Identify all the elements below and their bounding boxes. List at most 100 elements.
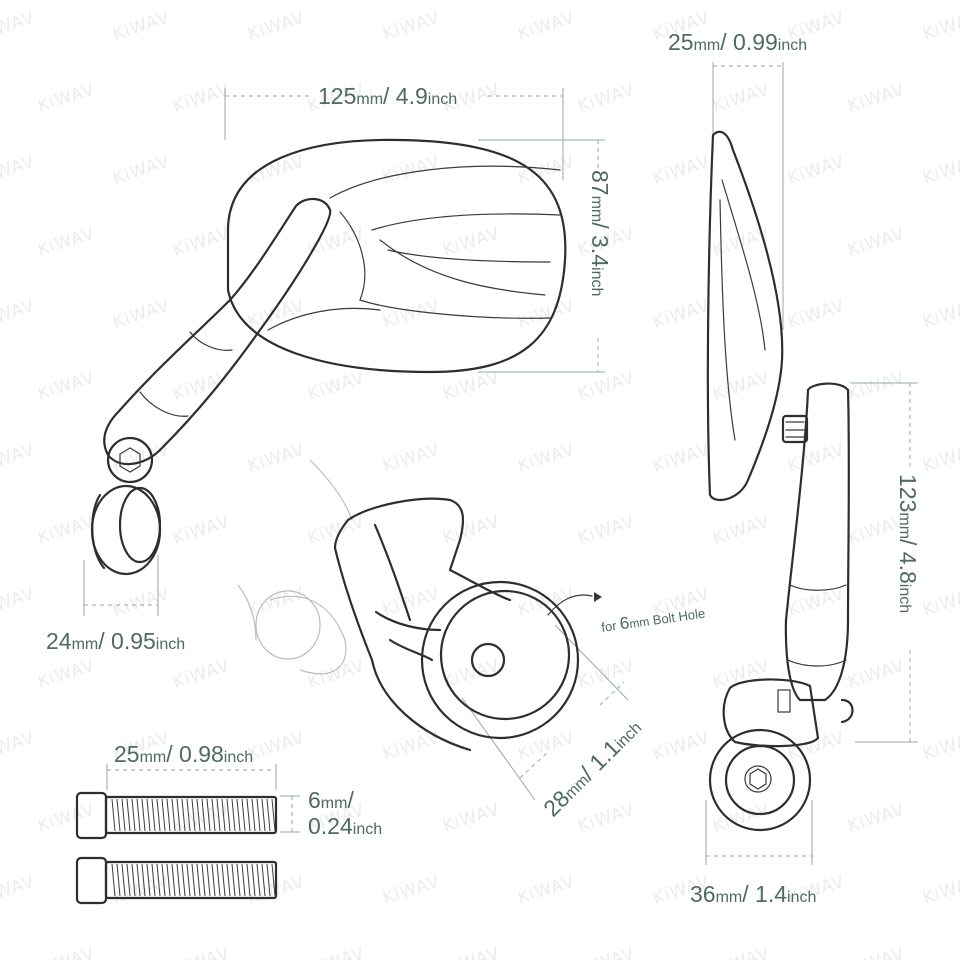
watermark-text: KiWAV: [440, 224, 502, 261]
watermark-text: KiWAV: [110, 152, 172, 189]
watermark-text: KiWAV: [920, 728, 960, 765]
watermark-text: KiWAV: [710, 656, 772, 693]
bolt-thread-line: [221, 863, 226, 897]
bolt-thread-line: [126, 863, 131, 897]
bolt-thread-line: [256, 863, 261, 897]
bolt-thread-line: [216, 863, 221, 897]
bolt-thread-line: [261, 863, 266, 897]
bolt-thread-line: [251, 798, 256, 832]
bolt-thread-line: [176, 798, 181, 832]
watermark-text: KiWAV: [440, 368, 502, 405]
watermark-text: KiWAV: [110, 296, 172, 333]
watermark-text: KiWAV: [305, 656, 367, 693]
bolt-thread-line: [231, 798, 236, 832]
watermark-text: KiWAV: [305, 944, 367, 960]
watermark-text: KiWAV: [170, 800, 232, 837]
watermark-text: KiWAV: [35, 944, 97, 960]
bolt-thread-line: [246, 863, 251, 897]
watermark-text: KiWAV: [245, 8, 307, 45]
watermark-text: KiWAV: [845, 224, 907, 261]
watermark-text: KiWAV: [0, 728, 38, 765]
watermark-text: KiWAV: [920, 152, 960, 189]
bolt-set: [75, 791, 278, 905]
watermark-text: KiWAV: [380, 296, 442, 333]
bolt-thread-line: [161, 863, 166, 897]
watermark-text: KiWAV: [170, 656, 232, 693]
bolt-thread-line: [161, 798, 166, 832]
watermark-text: KiWAV: [245, 728, 307, 765]
bolt-thread-line: [126, 798, 131, 832]
watermark-text: KiWAV: [710, 800, 772, 837]
dimension-clamp-width: 24mm/ 0.95inch: [46, 628, 185, 654]
bolt-thread-line: [136, 863, 141, 897]
bolt-thread-line: [196, 798, 201, 832]
dimension-mirror-width: 125mm/ 4.9inch: [318, 83, 457, 109]
watermark-text: KiWAV: [515, 440, 577, 477]
bolt-thread-line: [201, 863, 206, 897]
watermark-text: KiWAV: [920, 584, 960, 621]
watermark-text: KiWAV: [845, 80, 907, 117]
watermark-text: KiWAV: [0, 8, 38, 45]
bolt-thread-line: [211, 798, 216, 832]
bolt-thread-line: [146, 798, 151, 832]
bolt-thread-line: [156, 798, 161, 832]
watermark-text: KiWAV: [710, 944, 772, 960]
bolt-thread-line: [171, 863, 176, 897]
bolt-thread-line: [241, 798, 246, 832]
mirror-front-view: [90, 138, 567, 576]
watermark-text: KiWAV: [35, 80, 97, 117]
watermark-text: KiWAV: [575, 800, 637, 837]
watermark-text: KiWAV: [845, 944, 907, 960]
watermark-text: KiWAV: [650, 296, 712, 333]
watermark-text: KiWAV: [575, 80, 637, 117]
watermark-text: KiWAV: [845, 368, 907, 405]
dimension-bolt-length: 25mm/ 0.98inch: [114, 741, 253, 767]
watermark-text: KiWAV: [380, 440, 442, 477]
bolt-thread-line: [156, 863, 161, 897]
dimension-side-width: 36mm/ 1.4inch: [690, 881, 816, 907]
watermark-text: KiWAV: [380, 872, 442, 909]
watermark-text: KiWAV: [710, 368, 772, 405]
watermark-text: KiWAV: [380, 152, 442, 189]
watermark-text: KiWAV: [440, 512, 502, 549]
watermark-text: KiWAV: [110, 584, 172, 621]
watermark-text: KiWAV: [0, 440, 38, 477]
watermark-text: KiWAV: [35, 368, 97, 405]
bolt-thread-line: [181, 798, 186, 832]
watermark-text: KiWAV: [785, 152, 847, 189]
bolt-thread-line: [216, 798, 221, 832]
watermark-text: KiWAV: [440, 944, 502, 960]
dimension-bolt-diameter-mm: 6mm/: [308, 787, 354, 813]
watermark-text: KiWAV: [575, 512, 637, 549]
watermark-text: KiWAV: [515, 152, 577, 189]
watermark-text: KiWAV: [170, 80, 232, 117]
watermark-text: KiWAV: [245, 152, 307, 189]
bolt-thread-line: [236, 863, 241, 897]
bolt-thread-line: [186, 863, 191, 897]
bolt-thread-line: [231, 863, 236, 897]
bolt-thread-line: [191, 863, 196, 897]
bolt-thread-line: [116, 798, 121, 832]
bolt-thread-line: [206, 798, 211, 832]
bolt-thread-line: [211, 863, 216, 897]
dimension-arm-length: 123mm/ 4.8inch: [895, 474, 921, 613]
watermark-text: KiWAV: [845, 656, 907, 693]
watermark-text: KiWAV: [0, 296, 38, 333]
bolt-thread-line: [256, 798, 261, 832]
bolt-thread-line: [221, 798, 226, 832]
dimension-guides: [83, 62, 918, 865]
bolt-thread-line: [261, 798, 266, 832]
bolt-thread-line: [116, 863, 121, 897]
dimension-mirror-height: 87mm/ 3.4inch: [587, 170, 613, 296]
bolt-thread-line: [191, 798, 196, 832]
watermark-text: KiWAV: [920, 296, 960, 333]
watermark-text: KiWAV: [380, 728, 442, 765]
watermark-text: KiWAV: [170, 512, 232, 549]
bolt-thread-line: [226, 863, 231, 897]
watermark-text: KiWAV: [35, 512, 97, 549]
bolt-thread-line: [271, 798, 276, 832]
watermark-text: KiWAV: [575, 944, 637, 960]
watermark-text: KiWAV: [35, 656, 97, 693]
